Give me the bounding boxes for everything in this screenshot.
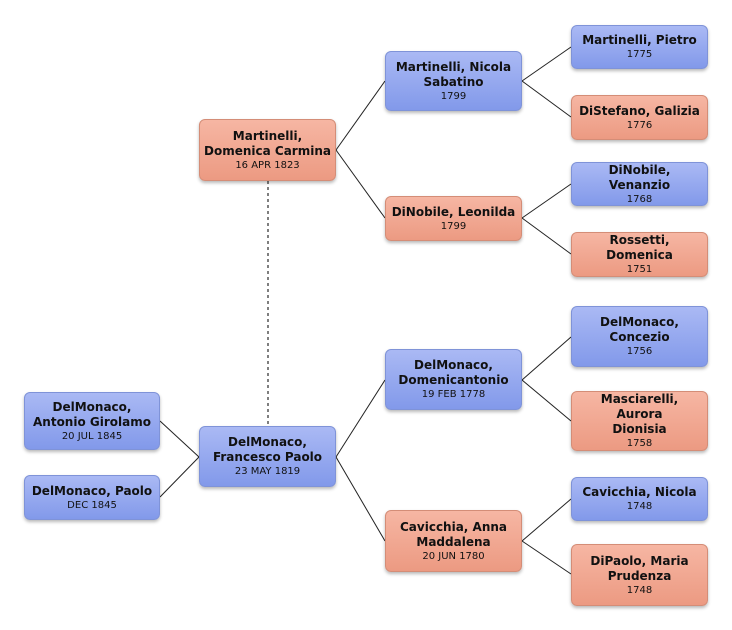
person-name: DelMonaco, Antonio Girolamo [33,399,151,429]
connector-father-ff [521,336,572,381]
connector-father-fm [521,379,572,422]
person-card-father[interactable]: DelMonaco, Domenicantonio 19 FEB 1778 [385,349,522,410]
person-name: DiNobile, Leonilda [391,204,516,219]
connector-sm-mf [521,183,572,219]
person-date: 1756 [626,346,653,357]
person-card-mf[interactable]: Cavicchia, Nicola 1748 [571,477,708,521]
person-card-child1[interactable]: DelMonaco, Antonio Girolamo 20 JUL 1845 [24,392,160,450]
person-date: 20 JUL 1845 [61,430,123,442]
person-name: DelMonaco, Concezio [600,315,679,344]
person-card-spouse-mf[interactable]: DiNobile, Venanzio 1768 [571,162,708,206]
person-card-root[interactable]: DelMonaco, Francesco Paolo 23 MAY 1819 [199,426,336,487]
connector-child2-root [159,456,200,498]
person-card-ff[interactable]: DelMonaco, Concezio 1756 [571,306,708,367]
person-date: 1776 [626,119,653,131]
connector-root-father [335,379,386,458]
connector-mother-mm [521,540,572,575]
person-name: Cavicchia, Anna Maddalena [399,519,508,549]
person-name: DelMonaco, Paolo [31,483,153,498]
person-name: DelMonaco, Francesco Paolo [212,435,323,464]
connector-spouse-mother [335,149,386,219]
person-date: 1799 [440,220,467,232]
connector-spouse-father [335,80,386,151]
person-date: 20 JUN 1780 [422,550,485,562]
person-name: Rossetti, Domenica [606,233,673,262]
person-card-spouse[interactable]: Martinelli, Domenica Carmina 16 APR 1823 [199,119,336,181]
person-card-spouse-ff[interactable]: Martinelli, Pietro 1775 [571,25,708,69]
connector-sf-ff [521,46,572,82]
person-card-spouse-fm[interactable]: DiStefano, Galizia 1776 [571,95,708,140]
person-name: Martinelli, Nicola Sabatino [395,59,512,89]
connector-mother-mf [521,498,572,542]
person-name: Masciarelli, Aurora Dionisia [600,392,679,436]
person-card-spouse-father[interactable]: Martinelli, Nicola Sabatino 1799 [385,51,522,111]
person-name: DiPaolo, Maria Prudenza [590,553,689,583]
person-date: 1799 [440,90,467,102]
person-card-spouse-mm[interactable]: Rossetti, Domenica 1751 [571,232,708,277]
person-name: DiNobile, Venanzio [608,162,671,192]
person-date: 23 MAY 1819 [234,466,301,477]
person-date: DEC 1845 [67,499,117,511]
person-name: DiStefano, Galizia [579,103,700,118]
person-name: Martinelli, Domenica Carmina [204,128,331,158]
person-date: 16 APR 1823 [235,159,300,171]
person-card-mm[interactable]: DiPaolo, Maria Prudenza 1748 [571,544,708,606]
person-card-spouse-mother[interactable]: DiNobile, Leonilda 1799 [385,196,522,241]
person-name: Martinelli, Pietro [582,33,697,47]
connector-sm-mm [521,217,572,255]
person-date: 1775 [626,49,653,60]
person-date: 1748 [626,584,653,596]
person-date: 1758 [626,438,653,449]
connector-child1-root [159,420,200,458]
person-date: 1751 [626,264,653,275]
person-date: 1768 [626,193,653,205]
person-card-mother[interactable]: Cavicchia, Anna Maddalena 20 JUN 1780 [385,510,522,572]
person-card-child2[interactable]: DelMonaco, Paolo DEC 1845 [24,475,160,520]
person-name: DelMonaco, Domenicantonio [398,358,509,387]
connector-sf-fm [521,80,572,118]
person-date: 19 FEB 1778 [421,389,486,400]
person-name: Cavicchia, Nicola [582,485,697,499]
person-date: 1748 [626,501,653,512]
connector-root-mother [335,456,386,542]
person-card-fm[interactable]: Masciarelli, Aurora Dionisia 1758 [571,391,708,451]
